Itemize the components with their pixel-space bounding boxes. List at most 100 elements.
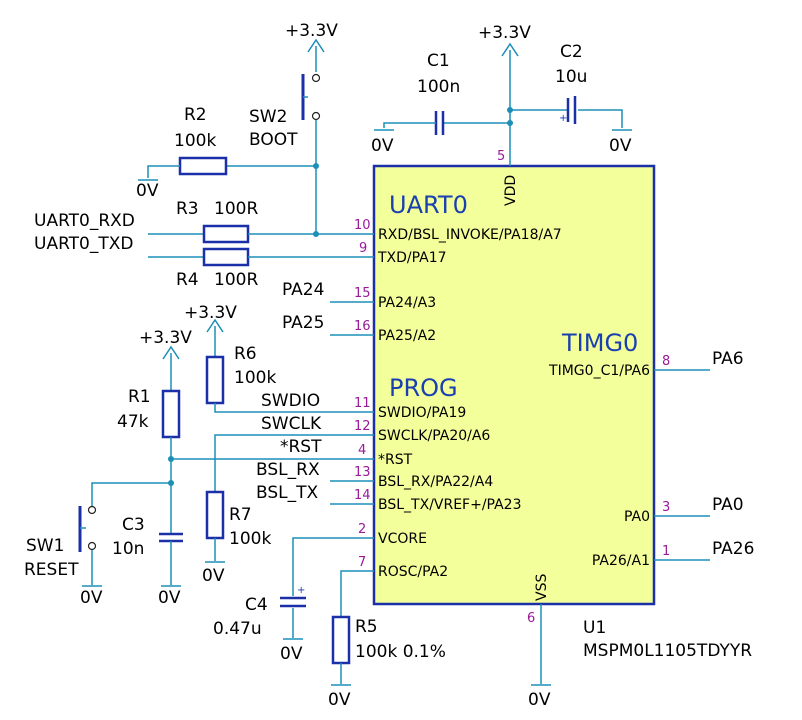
vdd-net: +3.3V + [374,23,632,166]
pin8-number: 8 [662,354,670,369]
r6-supply-label: +3.3V [184,303,237,323]
ic-ref: U1 [583,618,606,638]
pin-name-p7: ROSC/PA2 [378,564,448,580]
pin2-number: 2 [358,522,366,537]
sw1-gnd-label: 0V [80,588,103,608]
c2-ref: C2 [560,42,583,62]
pin12-number: 12 [354,419,371,434]
r6-ref: R6 [234,344,257,364]
reset-network [78,345,374,587]
r7-ref: R7 [229,505,252,525]
net-pa6: PA6 [712,349,744,369]
sw2-value: BOOT [249,130,298,150]
r7-gnd-label: 0V [202,566,225,586]
net-pa26: PA26 [712,539,754,559]
boot-network [138,38,325,237]
pin-name-p12: SWCLK/PA20/A6 [378,428,490,444]
c3-value: 10n [112,539,144,559]
r5-gnd-label: 0V [328,690,351,710]
c4-value: 0.47u [213,619,262,639]
uart-network [148,224,374,267]
c3-ref: C3 [122,515,145,535]
pin7-number: 7 [358,555,366,570]
r2-gnd-label: 0V [136,181,159,201]
pin-name-p15: PA24/A3 [378,295,436,311]
sw1-ref: SW1 [26,536,64,556]
pin-name-p9: TXD/PA17 [377,250,447,266]
c2-value: 10u [555,67,587,87]
pin-vdd-name: VDD [503,175,519,206]
net-uart0-rxd: UART0_RXD [34,211,135,231]
vcore-network: + [280,537,374,640]
group-uart0: UART0 [389,191,468,219]
c4-gnd-label: 0V [280,644,303,664]
pin3-number: 3 [662,500,670,515]
r1-value: 47k [117,412,149,432]
r4-value: 100R [214,270,258,290]
net-pa25: PA25 [282,313,324,333]
vss-gnd-label: 0V [528,690,551,710]
pin6-number: 6 [527,611,535,626]
net-bsl-tx: BSL_TX [256,483,319,503]
ic-part-number: MSPM0L1105TDYYR [583,641,752,661]
net-uart0-txd: UART0_TXD [34,234,133,254]
pin-name-p1: PA26/A1 [592,553,650,569]
sw2-supply-label: +3.3V [285,21,338,41]
net-pa0: PA0 [712,495,744,515]
pin-name-p11: SWDIO/PA19 [378,405,466,421]
swclk-network [205,434,374,563]
pin14-number: 14 [354,488,371,503]
pin10-number: 10 [354,218,371,233]
sw2-ref: SW2 [249,107,287,127]
group-timg0: TIMG0 [561,329,638,357]
r6-value: 100k [234,368,276,388]
r2-ref: R2 [184,105,207,125]
r1-supply-label: +3.3V [139,328,192,348]
net-pa24: PA24 [282,280,324,300]
net-swclk: SWCLK [261,414,322,434]
net-bsl-rx: BSL_RX [256,460,320,480]
pin13-number: 13 [354,465,371,480]
pin9-number: 9 [359,241,367,256]
r3-value: 100R [214,199,258,219]
svg-text:+: + [559,113,567,124]
r2-value: 100k [174,131,216,151]
c1-gnd-label: 0V [371,136,394,156]
pin4-number: 4 [358,443,366,458]
svg-text:+: + [297,585,305,596]
pin11-number: 11 [354,396,371,411]
pin-name-p2: VCORE [378,531,427,547]
c3-gnd-label: 0V [158,588,181,608]
r4-ref: R4 [176,270,199,290]
pin-name-p13: BSL_RX/PA22/A4 [378,474,493,490]
vdd-supply-label: +3.3V [478,23,531,43]
pin-name-p16: PA25/A2 [378,328,436,344]
ic-u1-body [372,164,656,606]
rosc-network [331,570,374,686]
pin-name-p10: RXD/BSL_INVOKE/PA18/A7 [378,227,562,243]
net-swdio: SWDIO [261,391,320,411]
c1-value: 100n [417,77,460,97]
pin-vss-name: VSS [534,574,550,601]
pin1-number: 1 [662,544,670,559]
c2-gnd-label: 0V [609,136,632,156]
r7-value: 100k [229,529,271,549]
swdio-network [205,318,374,413]
r5-ref: R5 [355,617,378,637]
c4-ref: C4 [245,595,268,615]
pin5-number: 5 [497,149,505,164]
sw1-value: RESET [24,560,79,580]
net-rst: *RST [280,437,322,457]
pin15-number: 15 [354,286,371,301]
r3-ref: R3 [176,199,199,219]
pin-name-p8: TIMG0_C1/PA6 [548,363,650,379]
group-prog: PROG [389,374,458,402]
pin-name-p3: PA0 [624,509,650,525]
pin16-number: 16 [354,319,371,334]
pin-name-p4: *RST [378,452,413,468]
r1-ref: R1 [128,387,151,407]
c1-ref: C1 [427,51,450,71]
r5-value: 100k 0.1% [355,642,446,662]
pin-name-p14: BSL_TX/VREF+/PA23 [378,497,522,513]
